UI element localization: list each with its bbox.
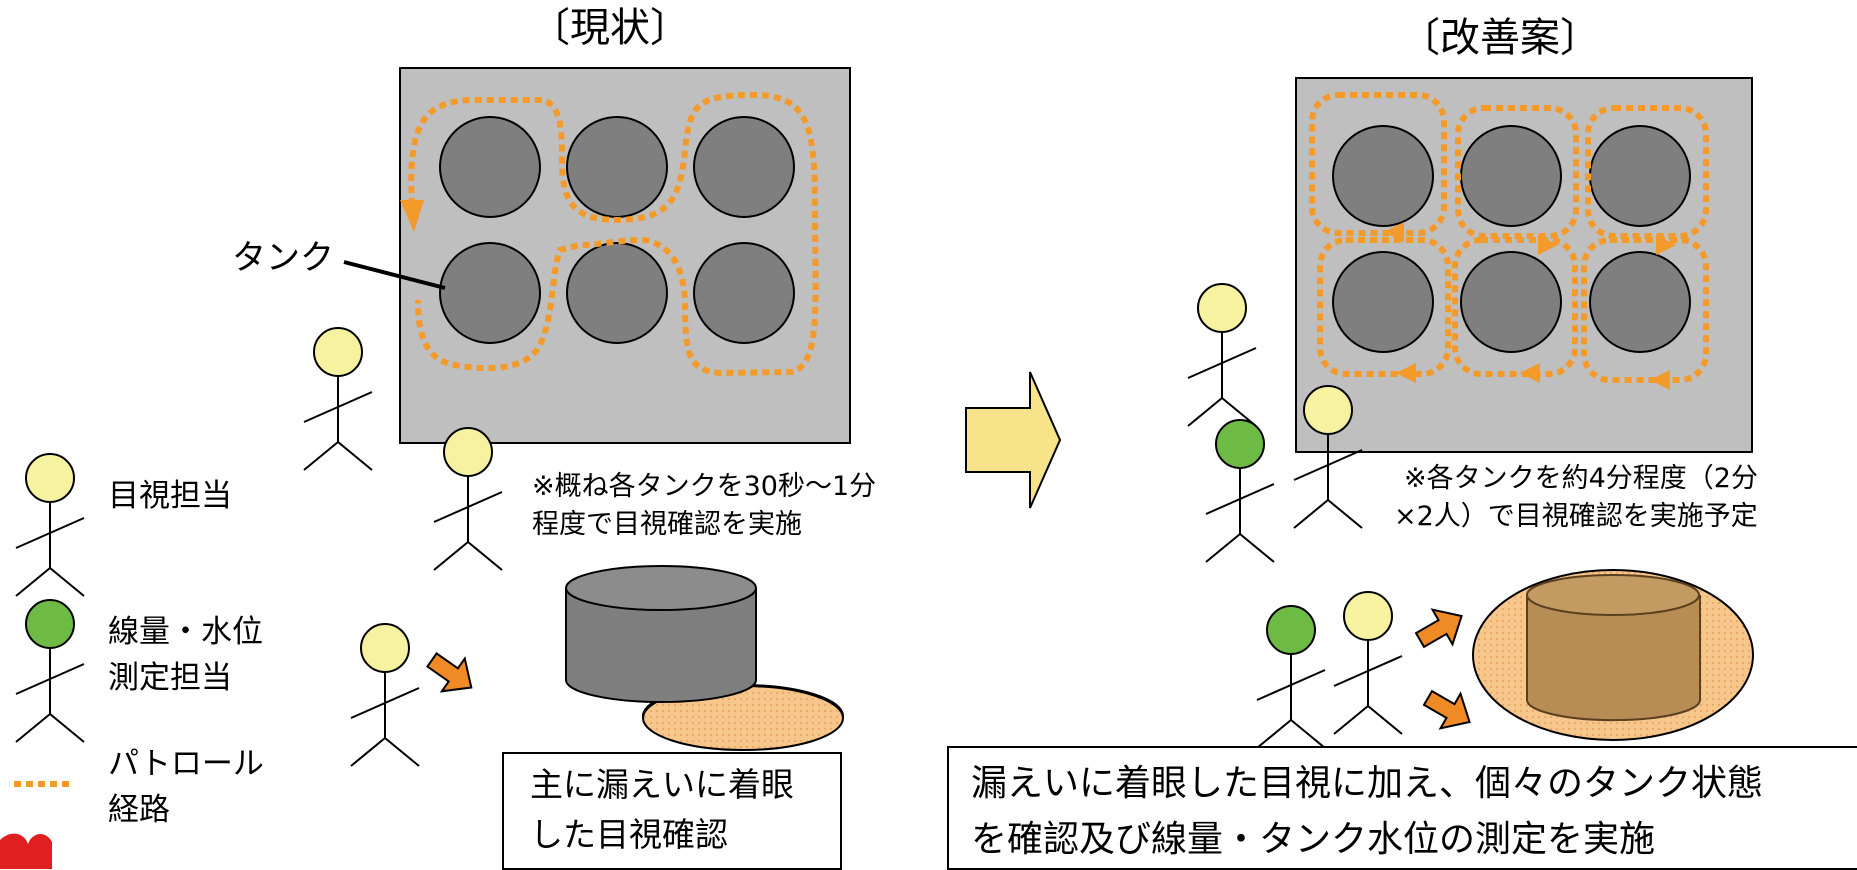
tank-2 bbox=[566, 116, 668, 218]
legend-measure-person bbox=[15, 599, 85, 743]
tank-4-improved bbox=[1332, 251, 1434, 353]
current-focus-line2: した目視確認 bbox=[530, 815, 728, 854]
logo-fragment bbox=[0, 833, 52, 869]
tank-5 bbox=[566, 242, 668, 344]
legend-measure-label-1: 線量・水位 bbox=[108, 614, 263, 650]
visual-person-2 bbox=[433, 427, 503, 571]
tank-pointer bbox=[343, 260, 446, 290]
improved-focus-line1: 漏えいに着眼した目視に加え、個々のタンク状態 bbox=[971, 763, 1764, 804]
tank-label: タンク bbox=[232, 238, 334, 278]
legend-visual-label: 目視担当 bbox=[108, 478, 232, 514]
current-focus-line1: 主に漏えいに着眼 bbox=[530, 765, 794, 804]
legend-visual-person bbox=[15, 453, 85, 597]
improved-tank-cylinder bbox=[1472, 569, 1754, 741]
improved-note-line2: ×2人）で目視確認を実施予定 bbox=[1394, 501, 1758, 532]
tank-2-improved bbox=[1460, 125, 1562, 227]
tank-4 bbox=[439, 242, 541, 344]
current-tank-cylinder bbox=[565, 565, 844, 751]
tank-1 bbox=[439, 116, 541, 218]
patrol-route-improved bbox=[1309, 92, 1709, 383]
improved-note-line1: ※各タンクを約4分程度（2分 bbox=[1404, 463, 1758, 494]
measure-person-2 bbox=[1256, 605, 1326, 749]
legend-route-label-1: パトロール bbox=[108, 746, 264, 782]
improved-site bbox=[1295, 77, 1753, 453]
improved-heading: 〔改善案〕 bbox=[1400, 15, 1600, 61]
improved-focus-box: 漏えいに着眼した目視に加え、個々のタンク状態 を確認及び線量・タンク水位の測定を… bbox=[947, 746, 1857, 870]
measure-person-1 bbox=[1205, 419, 1275, 563]
visual-person-4 bbox=[1187, 283, 1257, 427]
tank-5-improved bbox=[1460, 251, 1562, 353]
small-arrow-3 bbox=[1417, 679, 1481, 741]
tank-1-improved bbox=[1332, 125, 1434, 227]
route-arrows-improved bbox=[1384, 222, 1676, 390]
current-note-line1: ※概ね各タンクを30秒～1分 bbox=[532, 471, 877, 502]
legend-route-label-2: 経路 bbox=[108, 792, 170, 828]
patrol-route-current bbox=[408, 91, 819, 377]
current-focus-box: 主に漏えいに着眼 した目視確認 bbox=[502, 752, 842, 870]
current-heading: 〔現状〕 bbox=[530, 5, 690, 51]
tank-6-improved bbox=[1589, 251, 1691, 353]
small-arrow-2 bbox=[1409, 597, 1473, 659]
visual-person-1 bbox=[303, 327, 373, 471]
small-arrow-1 bbox=[419, 642, 484, 705]
tank-3-improved bbox=[1589, 125, 1691, 227]
current-note-line2: 程度で目視確認を実施 bbox=[532, 509, 802, 540]
improved-focus-line2: を確認及び線量・タンク水位の測定を実施 bbox=[971, 819, 1656, 860]
visual-person-3 bbox=[350, 623, 420, 767]
visual-person-5 bbox=[1293, 385, 1363, 529]
legend-measure-label-2: 測定担当 bbox=[108, 660, 232, 696]
transition-arrow bbox=[965, 371, 1062, 509]
visual-person-6 bbox=[1333, 591, 1403, 735]
route-arrow bbox=[400, 200, 424, 232]
tank-3 bbox=[693, 116, 795, 218]
tank-6 bbox=[693, 242, 795, 344]
current-site bbox=[399, 67, 851, 444]
